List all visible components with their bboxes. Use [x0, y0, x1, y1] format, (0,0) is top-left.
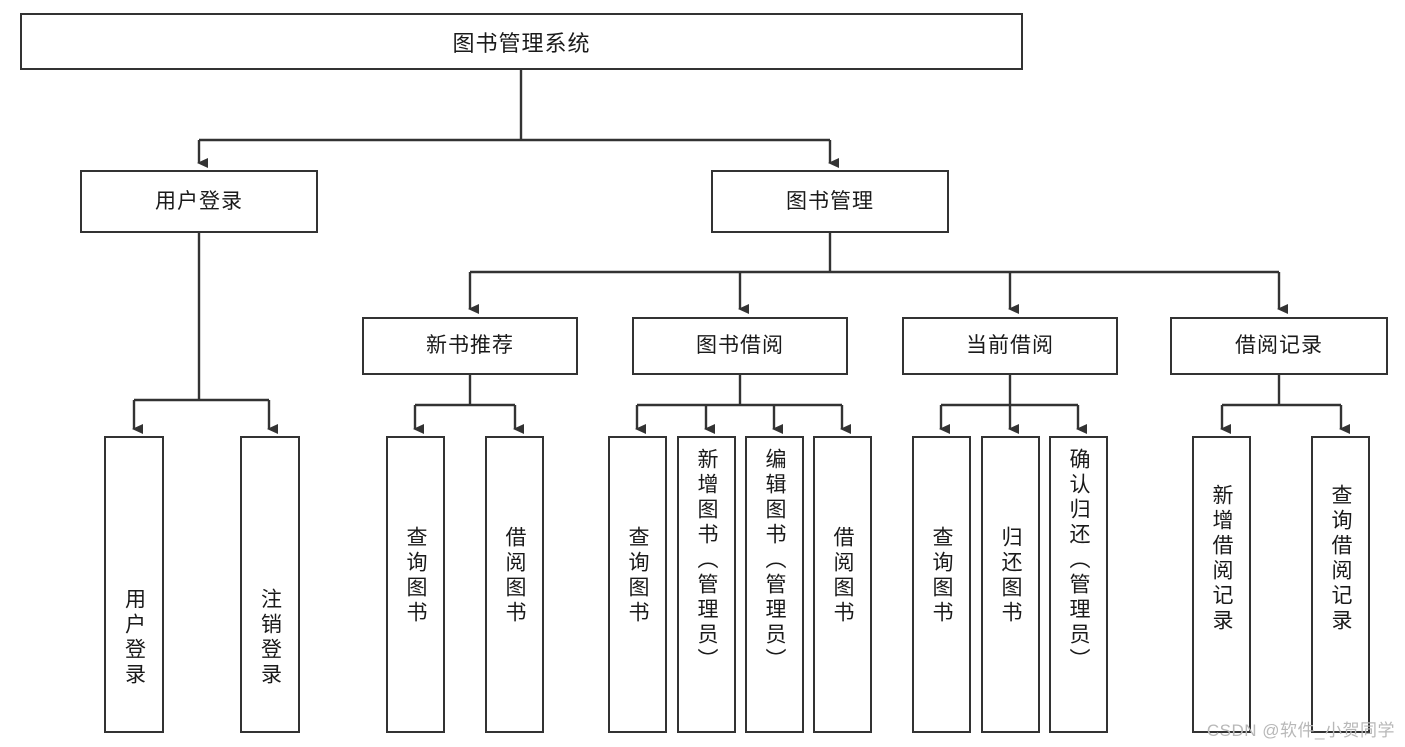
node-current-borrow[interactable]: 当前借阅: [902, 317, 1118, 375]
node-label: 借阅图书: [831, 526, 854, 626]
leaf-edit-book-admin[interactable]: 编辑图书（管理员）: [745, 436, 804, 733]
node-label: 图书管理: [786, 189, 874, 213]
node-label: 归还图书: [999, 526, 1022, 626]
node-label: 借阅图书: [503, 526, 526, 626]
node-book-borrow[interactable]: 图书借阅: [632, 317, 848, 375]
leaf-add-borrow-record[interactable]: 新增借阅记录: [1192, 436, 1251, 733]
node-label: 借阅记录: [1235, 334, 1323, 358]
leaf-borrow-book[interactable]: 借阅图书: [813, 436, 872, 733]
leaf-logout[interactable]: 注销登录: [240, 436, 300, 733]
node-label: 图书借阅: [696, 334, 784, 358]
node-label: 新增图书（管理员）: [695, 448, 718, 673]
node-label: 新增借阅记录: [1210, 484, 1233, 634]
leaf-return-book[interactable]: 归还图书: [981, 436, 1040, 733]
node-user-login[interactable]: 用户登录: [80, 170, 318, 233]
leaf-query-borrow-record[interactable]: 查询借阅记录: [1311, 436, 1370, 733]
node-root-system[interactable]: 图书管理系统: [20, 13, 1023, 70]
leaf-add-book-admin[interactable]: 新增图书（管理员）: [677, 436, 736, 733]
node-label: 查询借阅记录: [1329, 484, 1352, 634]
node-label: 查询图书: [404, 526, 427, 626]
node-label: 用户登录: [155, 189, 243, 213]
node-borrow-record[interactable]: 借阅记录: [1170, 317, 1388, 375]
leaf-confirm-return-admin[interactable]: 确认归还（管理员）: [1049, 436, 1108, 733]
watermark-text: CSDN @软件_小贺同学: [1206, 721, 1395, 740]
leaf-user-login[interactable]: 用户登录: [104, 436, 164, 733]
node-label: 图书管理系统: [452, 30, 591, 56]
node-label: 确认归还（管理员）: [1067, 448, 1090, 673]
node-label: 编辑图书（管理员）: [763, 448, 786, 673]
node-book-management[interactable]: 图书管理: [711, 170, 949, 233]
node-label: 当前借阅: [966, 334, 1054, 358]
node-label: 新书推荐: [426, 334, 514, 358]
leaf-query-book-current[interactable]: 查询图书: [912, 436, 971, 733]
leaf-query-book-recommend[interactable]: 查询图书: [386, 436, 445, 733]
node-label: 注销登录: [258, 588, 282, 688]
leaf-borrow-book-recommend[interactable]: 借阅图书: [485, 436, 544, 733]
node-new-book-recommend[interactable]: 新书推荐: [362, 317, 578, 375]
node-label: 查询图书: [930, 526, 953, 626]
node-label: 用户登录: [122, 588, 146, 688]
node-label: 查询图书: [626, 526, 649, 626]
leaf-query-book-borrow[interactable]: 查询图书: [608, 436, 667, 733]
